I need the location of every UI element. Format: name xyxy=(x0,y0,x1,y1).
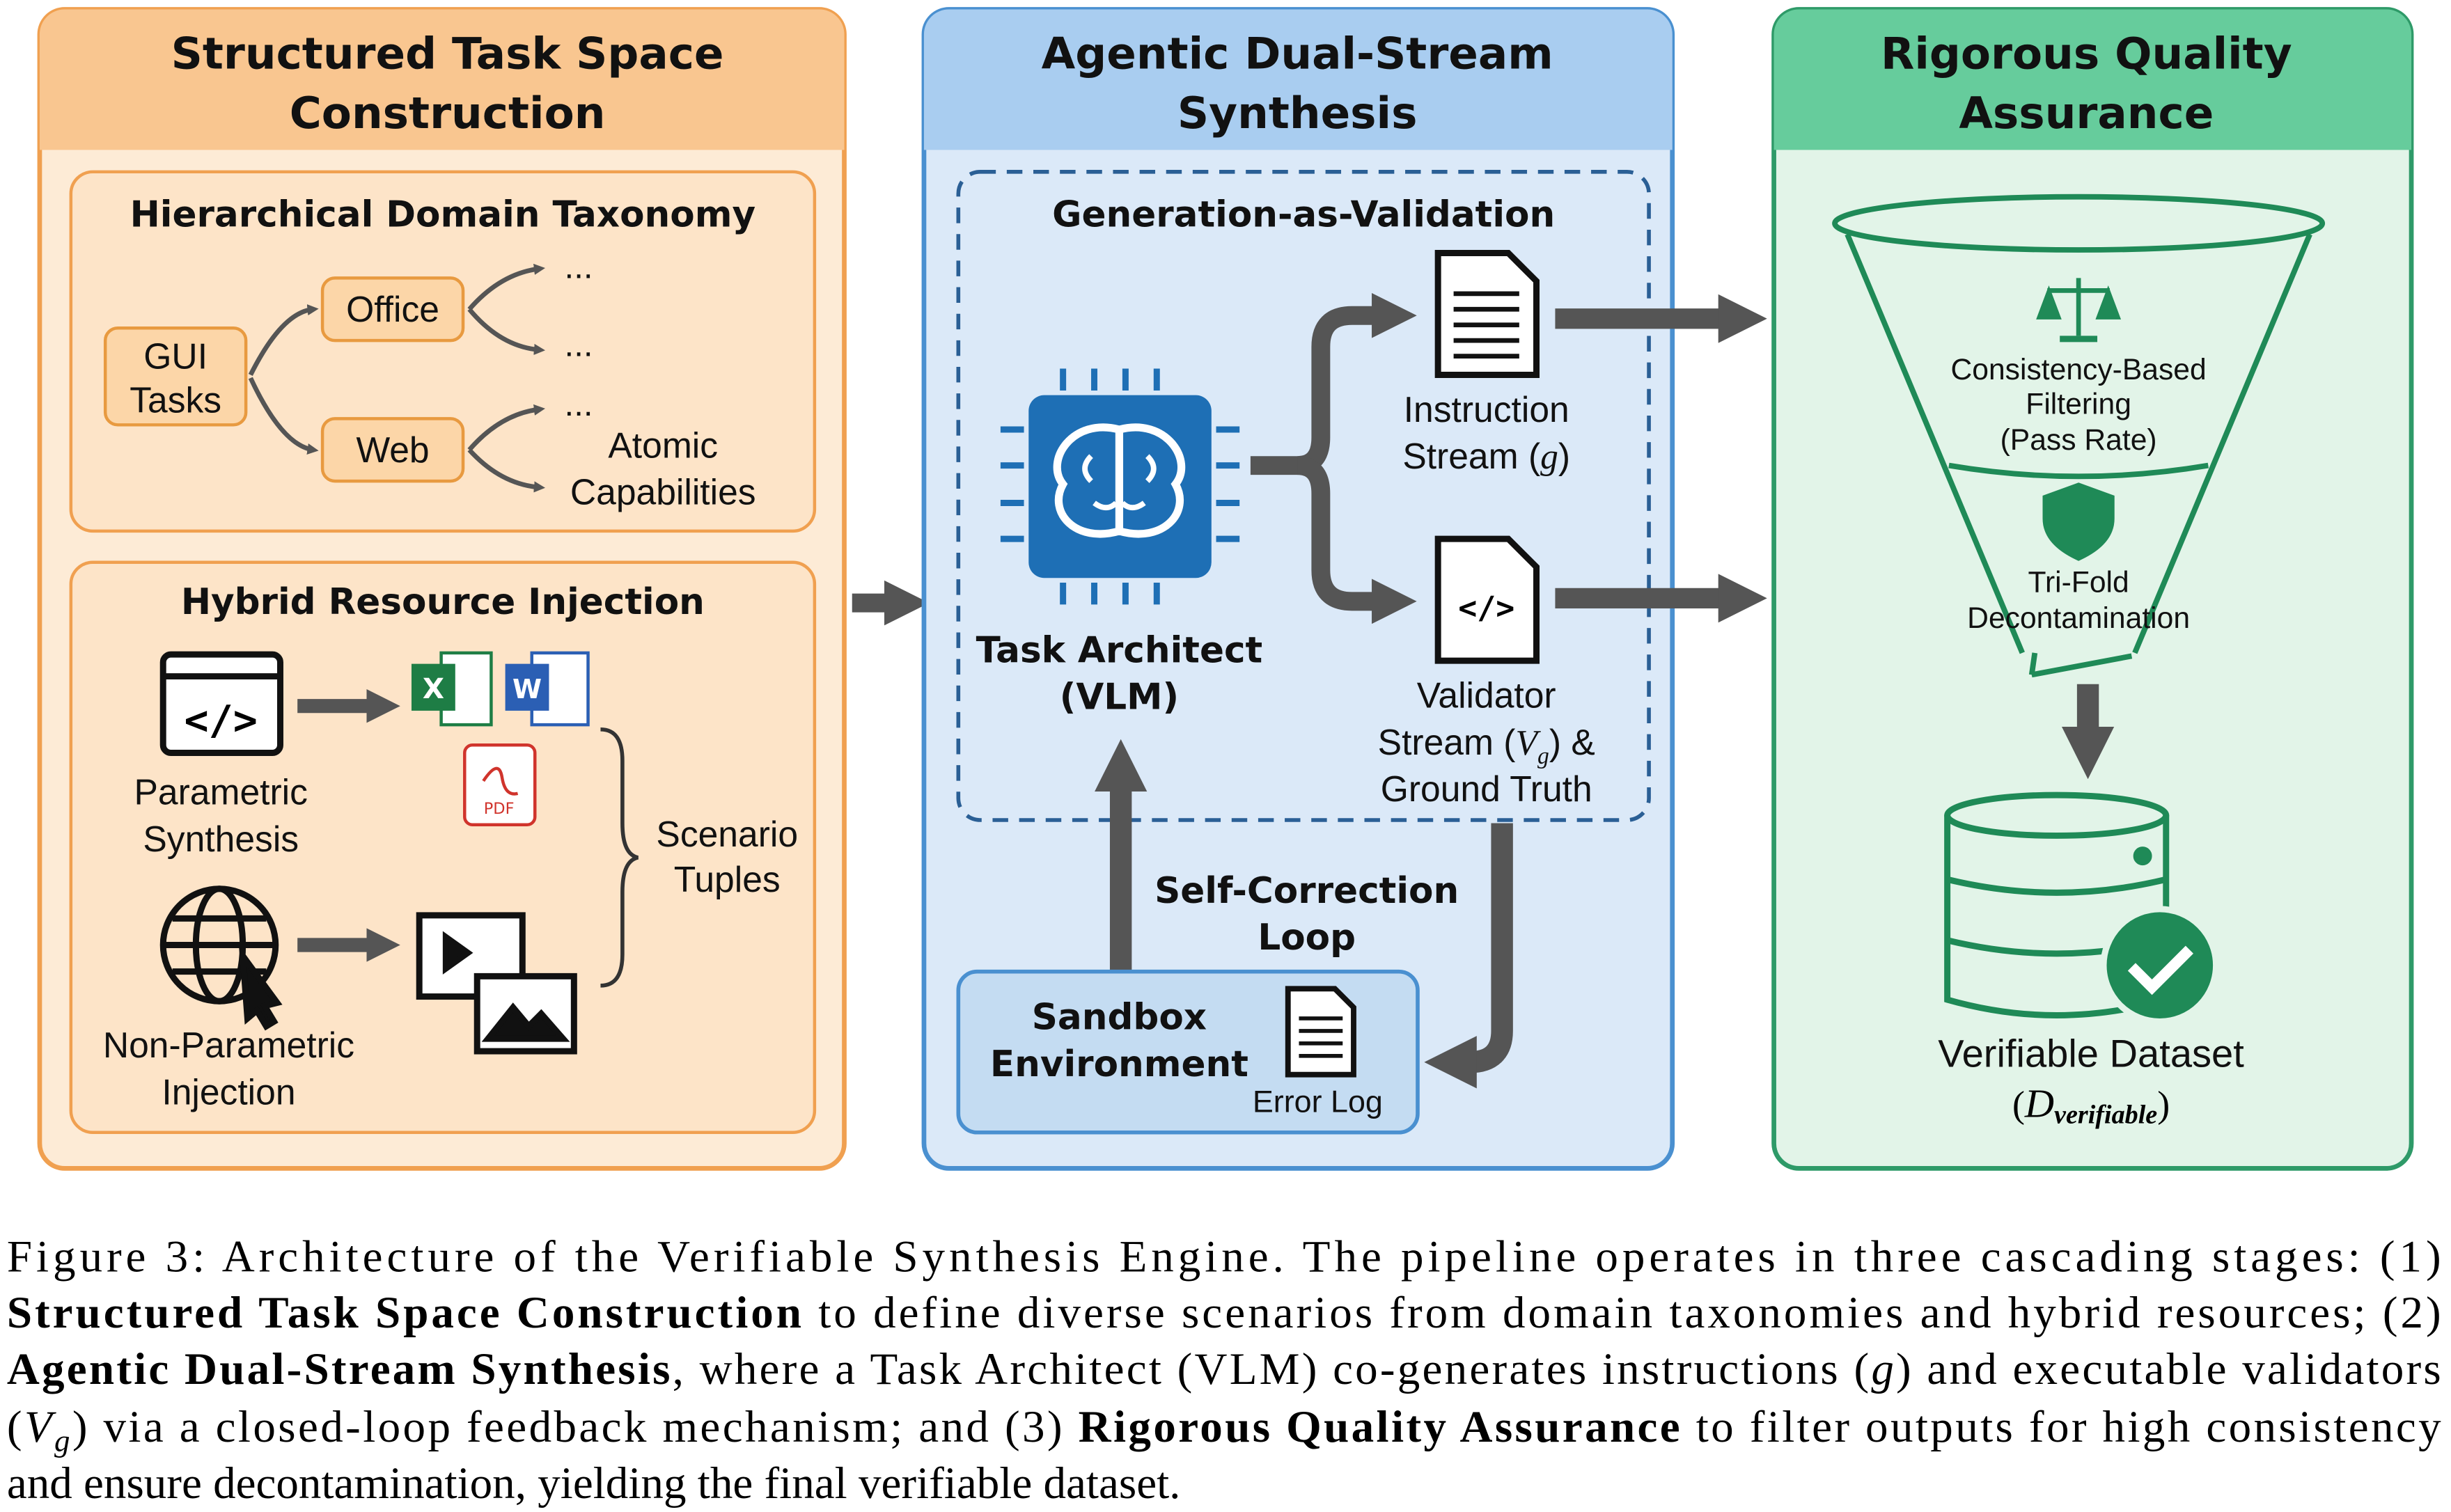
svg-text:</>: </> xyxy=(1458,590,1514,627)
validator-code-document-icon: </> xyxy=(1434,535,1540,664)
code-window-icon: </> xyxy=(159,651,283,756)
generation-box xyxy=(956,170,1651,822)
svg-text:</>: </> xyxy=(185,697,258,744)
svg-text:(Dverifiable): (Dverifiable) xyxy=(2012,1080,2170,1129)
excel-icon: X xyxy=(411,651,493,727)
svg-text:W: W xyxy=(512,674,542,704)
svg-text:Task Architect(VLM): Task Architect(VLM) xyxy=(976,629,1263,718)
svg-text:Web: Web xyxy=(356,430,429,470)
brain-chip-icon xyxy=(1000,368,1240,605)
svg-text:(Vg) via a closed-loop feedbac: (Vg) via a closed-loop feedback mechanis… xyxy=(7,1402,2441,1458)
fork-arrows xyxy=(1250,292,1417,624)
svg-text:...: ... xyxy=(564,326,593,364)
svg-text:Verifiable Dataset: Verifiable Dataset xyxy=(1938,1032,2244,1076)
svg-text:Structured Task Space Construc: Structured Task Space Construction to de… xyxy=(7,1288,2441,1338)
svg-text:Hierarchical Domain Taxonomy: Hierarchical Domain Taxonomy xyxy=(130,194,755,235)
svg-text:...: ... xyxy=(564,247,593,285)
svg-text:Office: Office xyxy=(346,289,439,329)
svg-text:...: ... xyxy=(564,385,593,423)
error-log-document-icon xyxy=(1285,986,1356,1078)
media-icon xyxy=(416,912,577,1055)
word-icon: W xyxy=(505,651,590,727)
pdf-icon: PDF xyxy=(463,743,537,826)
svg-text:Hybrid Resource Injection: Hybrid Resource Injection xyxy=(181,581,705,623)
funnel xyxy=(1832,194,2326,678)
panel-title: Structured Task Space xyxy=(171,29,724,79)
resource-box: Hybrid Resource Injection </> X W PDF xyxy=(69,560,817,1134)
svg-text:Figure 3: Architecture of the: Figure 3: Architecture of the Verifiable… xyxy=(7,1231,2441,1282)
svg-text:Agentic Dual-Stream Synthesis,: Agentic Dual-Stream Synthesis, where a T… xyxy=(7,1344,2441,1394)
svg-text:and ensure decontamination, yi: and ensure decontamination, yielding the… xyxy=(7,1458,1181,1509)
svg-text:Error Log: Error Log xyxy=(1253,1084,1383,1119)
brace xyxy=(600,727,639,988)
shield-icon xyxy=(2042,482,2115,561)
instruction-document-icon xyxy=(1434,250,1540,378)
svg-text:Generation-as-Validation: Generation-as-Validation xyxy=(1052,194,1555,235)
figure-caption: Figure 3: Architecture of the Verifiable… xyxy=(7,1231,2441,1508)
loop-down-arrow xyxy=(1424,823,1513,1089)
svg-text:PDF: PDF xyxy=(484,800,515,818)
scale-icon xyxy=(2036,278,2122,342)
globe-cursor-icon xyxy=(159,885,283,1031)
svg-text:X: X xyxy=(423,672,444,705)
check-circle-icon xyxy=(2100,906,2220,1025)
